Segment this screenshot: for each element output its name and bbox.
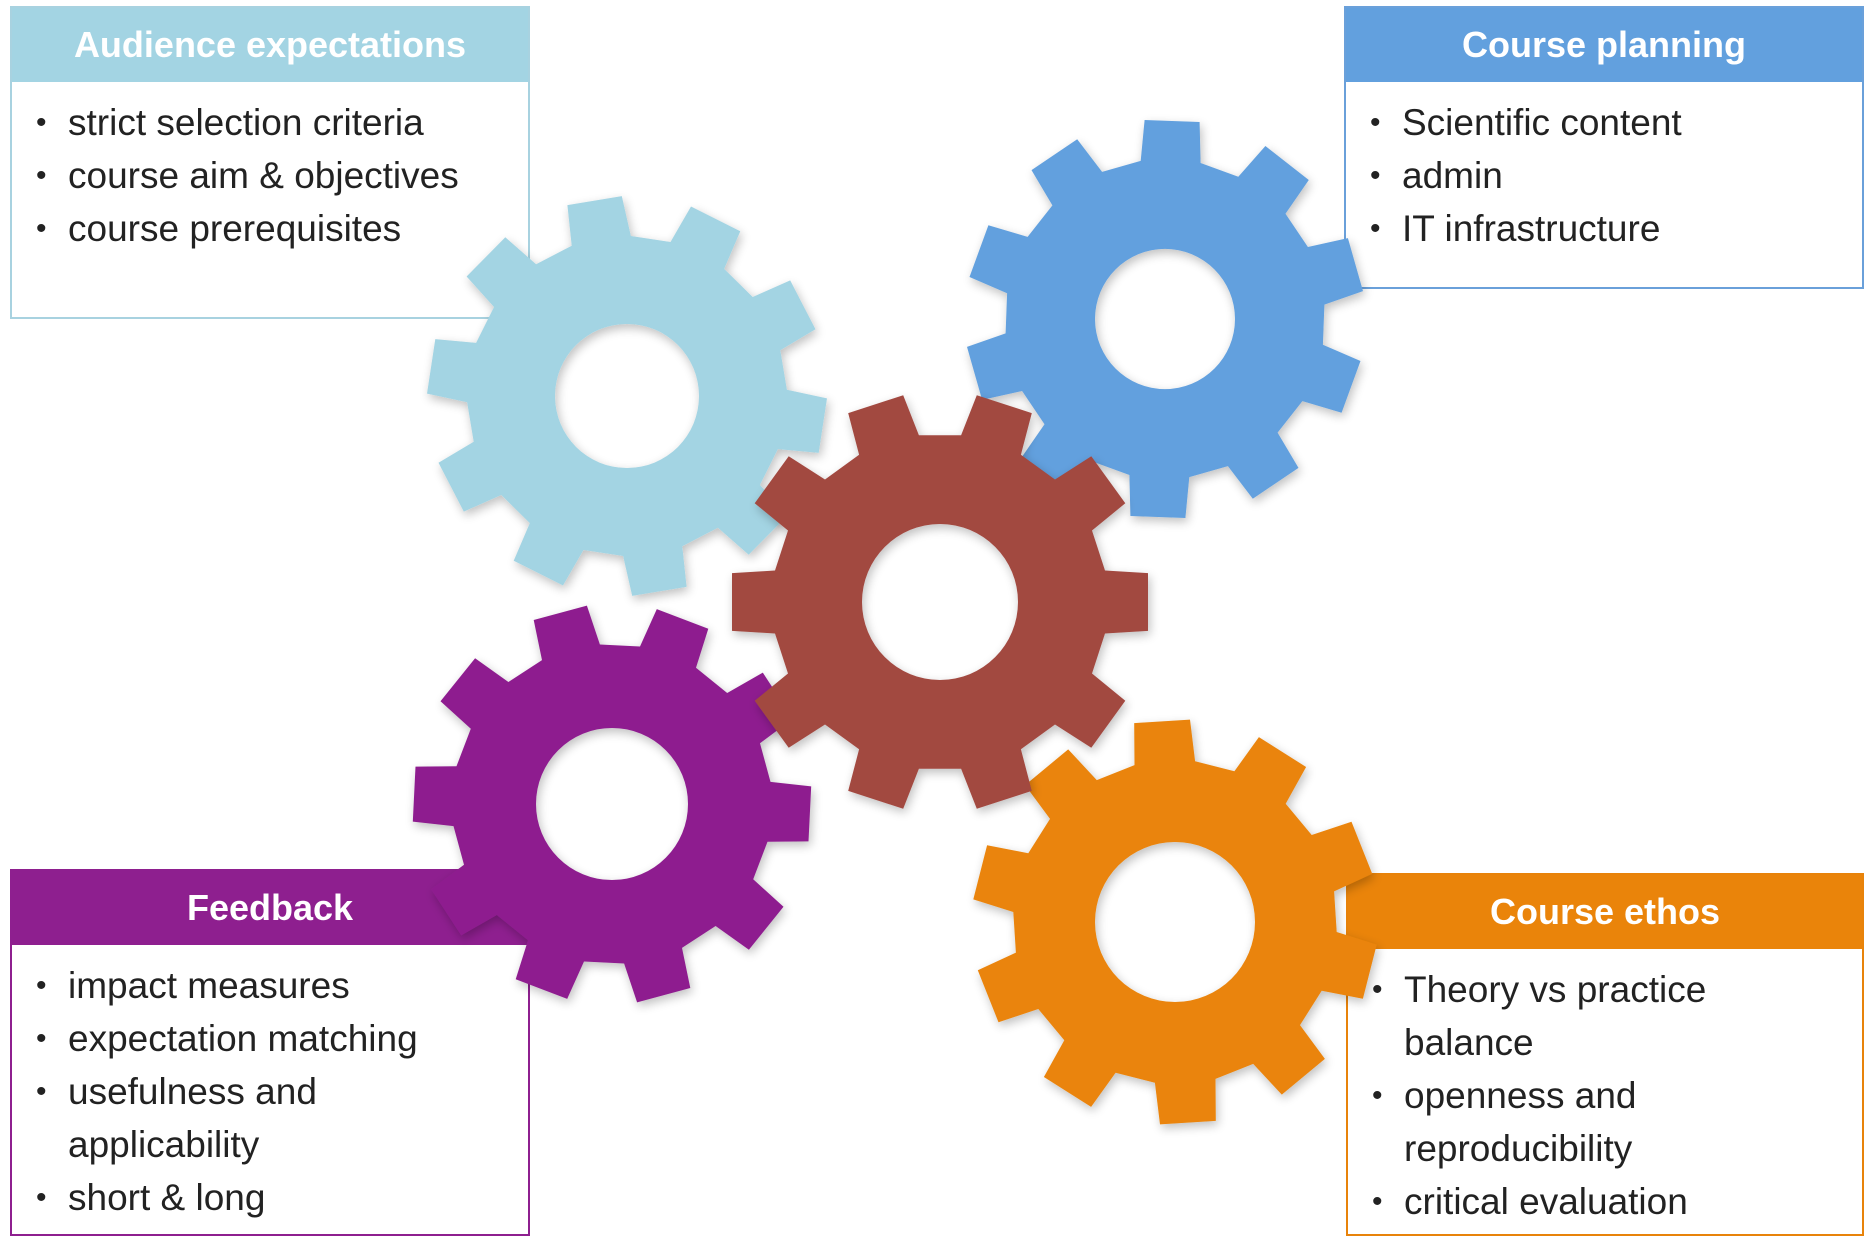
course-ethos-panel: Course ethos Theory vs practice balance … [1346,873,1864,1236]
course-ethos-list: Theory vs practice balance openness and … [1348,949,1862,1228]
list-item: admin [1366,149,1844,202]
central-gear [732,395,1148,809]
course-ethos-title: Course ethos [1348,875,1862,949]
audience-expectations-title: Audience expectations [12,8,528,82]
feedback-gear [412,605,812,1003]
list-item: impact measures [32,959,510,1012]
course-planning-gear [967,120,1363,518]
list-item: critical evaluation [1368,1175,1844,1228]
course-planning-title: Course planning [1346,8,1862,82]
list-item: course prerequisites [32,202,510,255]
list-item: strict selection criteria [32,96,510,149]
list-item: short & long [32,1171,510,1224]
course-planning-panel: Course planning Scientific content admin… [1344,6,1864,289]
list-item: expectation matching [32,1012,510,1065]
feedback-list: impact measures expectation matching use… [12,945,528,1224]
list-item: Scientific content [1366,96,1844,149]
list-item: IT infrastructure [1366,202,1844,255]
feedback-title: Feedback [12,871,528,945]
list-item: openness and reproducibility [1368,1069,1844,1175]
list-item: usefulness and applicability [32,1065,510,1171]
audience-expectations-list: strict selection criteria course aim & o… [12,82,528,255]
list-item: Theory vs practice balance [1368,963,1844,1069]
course-ethos-gear [973,719,1377,1125]
list-item: course aim & objectives [32,149,510,202]
audience-expectations-gear [427,196,827,596]
audience-expectations-panel: Audience expectations strict selection c… [10,6,530,319]
course-planning-list: Scientific content admin IT infrastructu… [1346,82,1862,255]
feedback-panel: Feedback impact measures expectation mat… [10,869,530,1236]
